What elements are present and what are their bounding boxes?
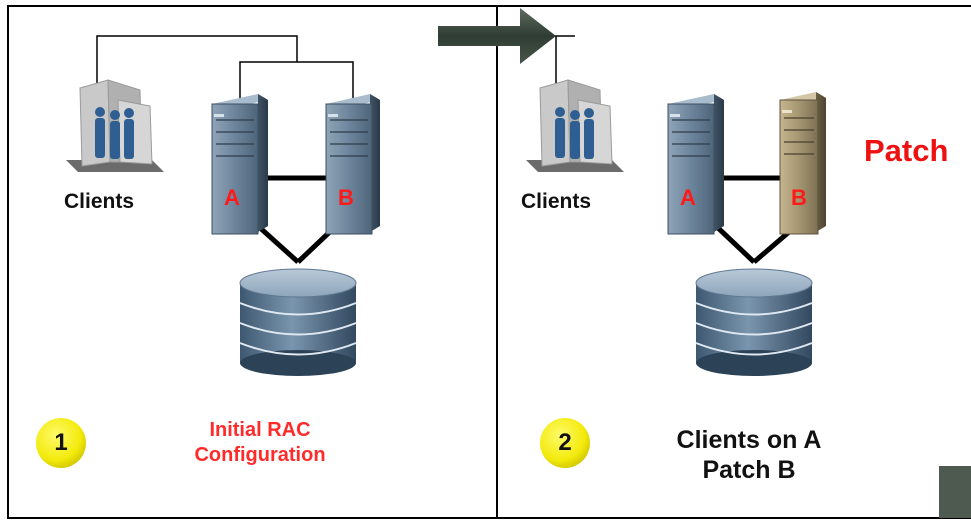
step-1-caption: Initial RAC Configuration [160, 418, 360, 468]
clients-icon [526, 79, 624, 172]
panel-2 [526, 35, 971, 518]
shared-storage-icon [695, 268, 813, 376]
next-step-arrow-icon [438, 8, 556, 64]
server-a-label: A [680, 185, 696, 210]
step-2-caption-line-2: Patch B [702, 456, 796, 484]
shared-storage-icon [239, 268, 357, 376]
panel-1 [36, 35, 380, 468]
panel-2-frame [496, 5, 971, 519]
step-2-caption-line-1: Clients on A [676, 426, 822, 454]
server-b-patched [779, 92, 826, 235]
step-2-badge [540, 418, 590, 468]
network-links [96, 35, 354, 115]
server-b-label: B [338, 185, 354, 210]
step-1-number: 1 [54, 429, 68, 456]
server-a [211, 94, 268, 235]
patch-label: Patch [864, 133, 949, 168]
next-arrow-fragment [939, 466, 971, 518]
step-1-caption-line-2: Configuration [194, 444, 326, 466]
step-2-number: 2 [558, 429, 572, 456]
clients-label: Clients [64, 190, 135, 213]
server-a [667, 94, 724, 235]
step-1-badge [36, 418, 86, 468]
clients-label: Clients [521, 190, 592, 213]
step-2-caption: Clients on A Patch B [634, 425, 864, 485]
interconnect-lines [256, 175, 338, 264]
clients-icon [66, 79, 164, 172]
server-a-label: A [224, 185, 240, 210]
server-b-label: B [791, 185, 807, 210]
server-b [325, 94, 380, 235]
step-1-caption-line-1: Initial RAC [209, 419, 311, 441]
